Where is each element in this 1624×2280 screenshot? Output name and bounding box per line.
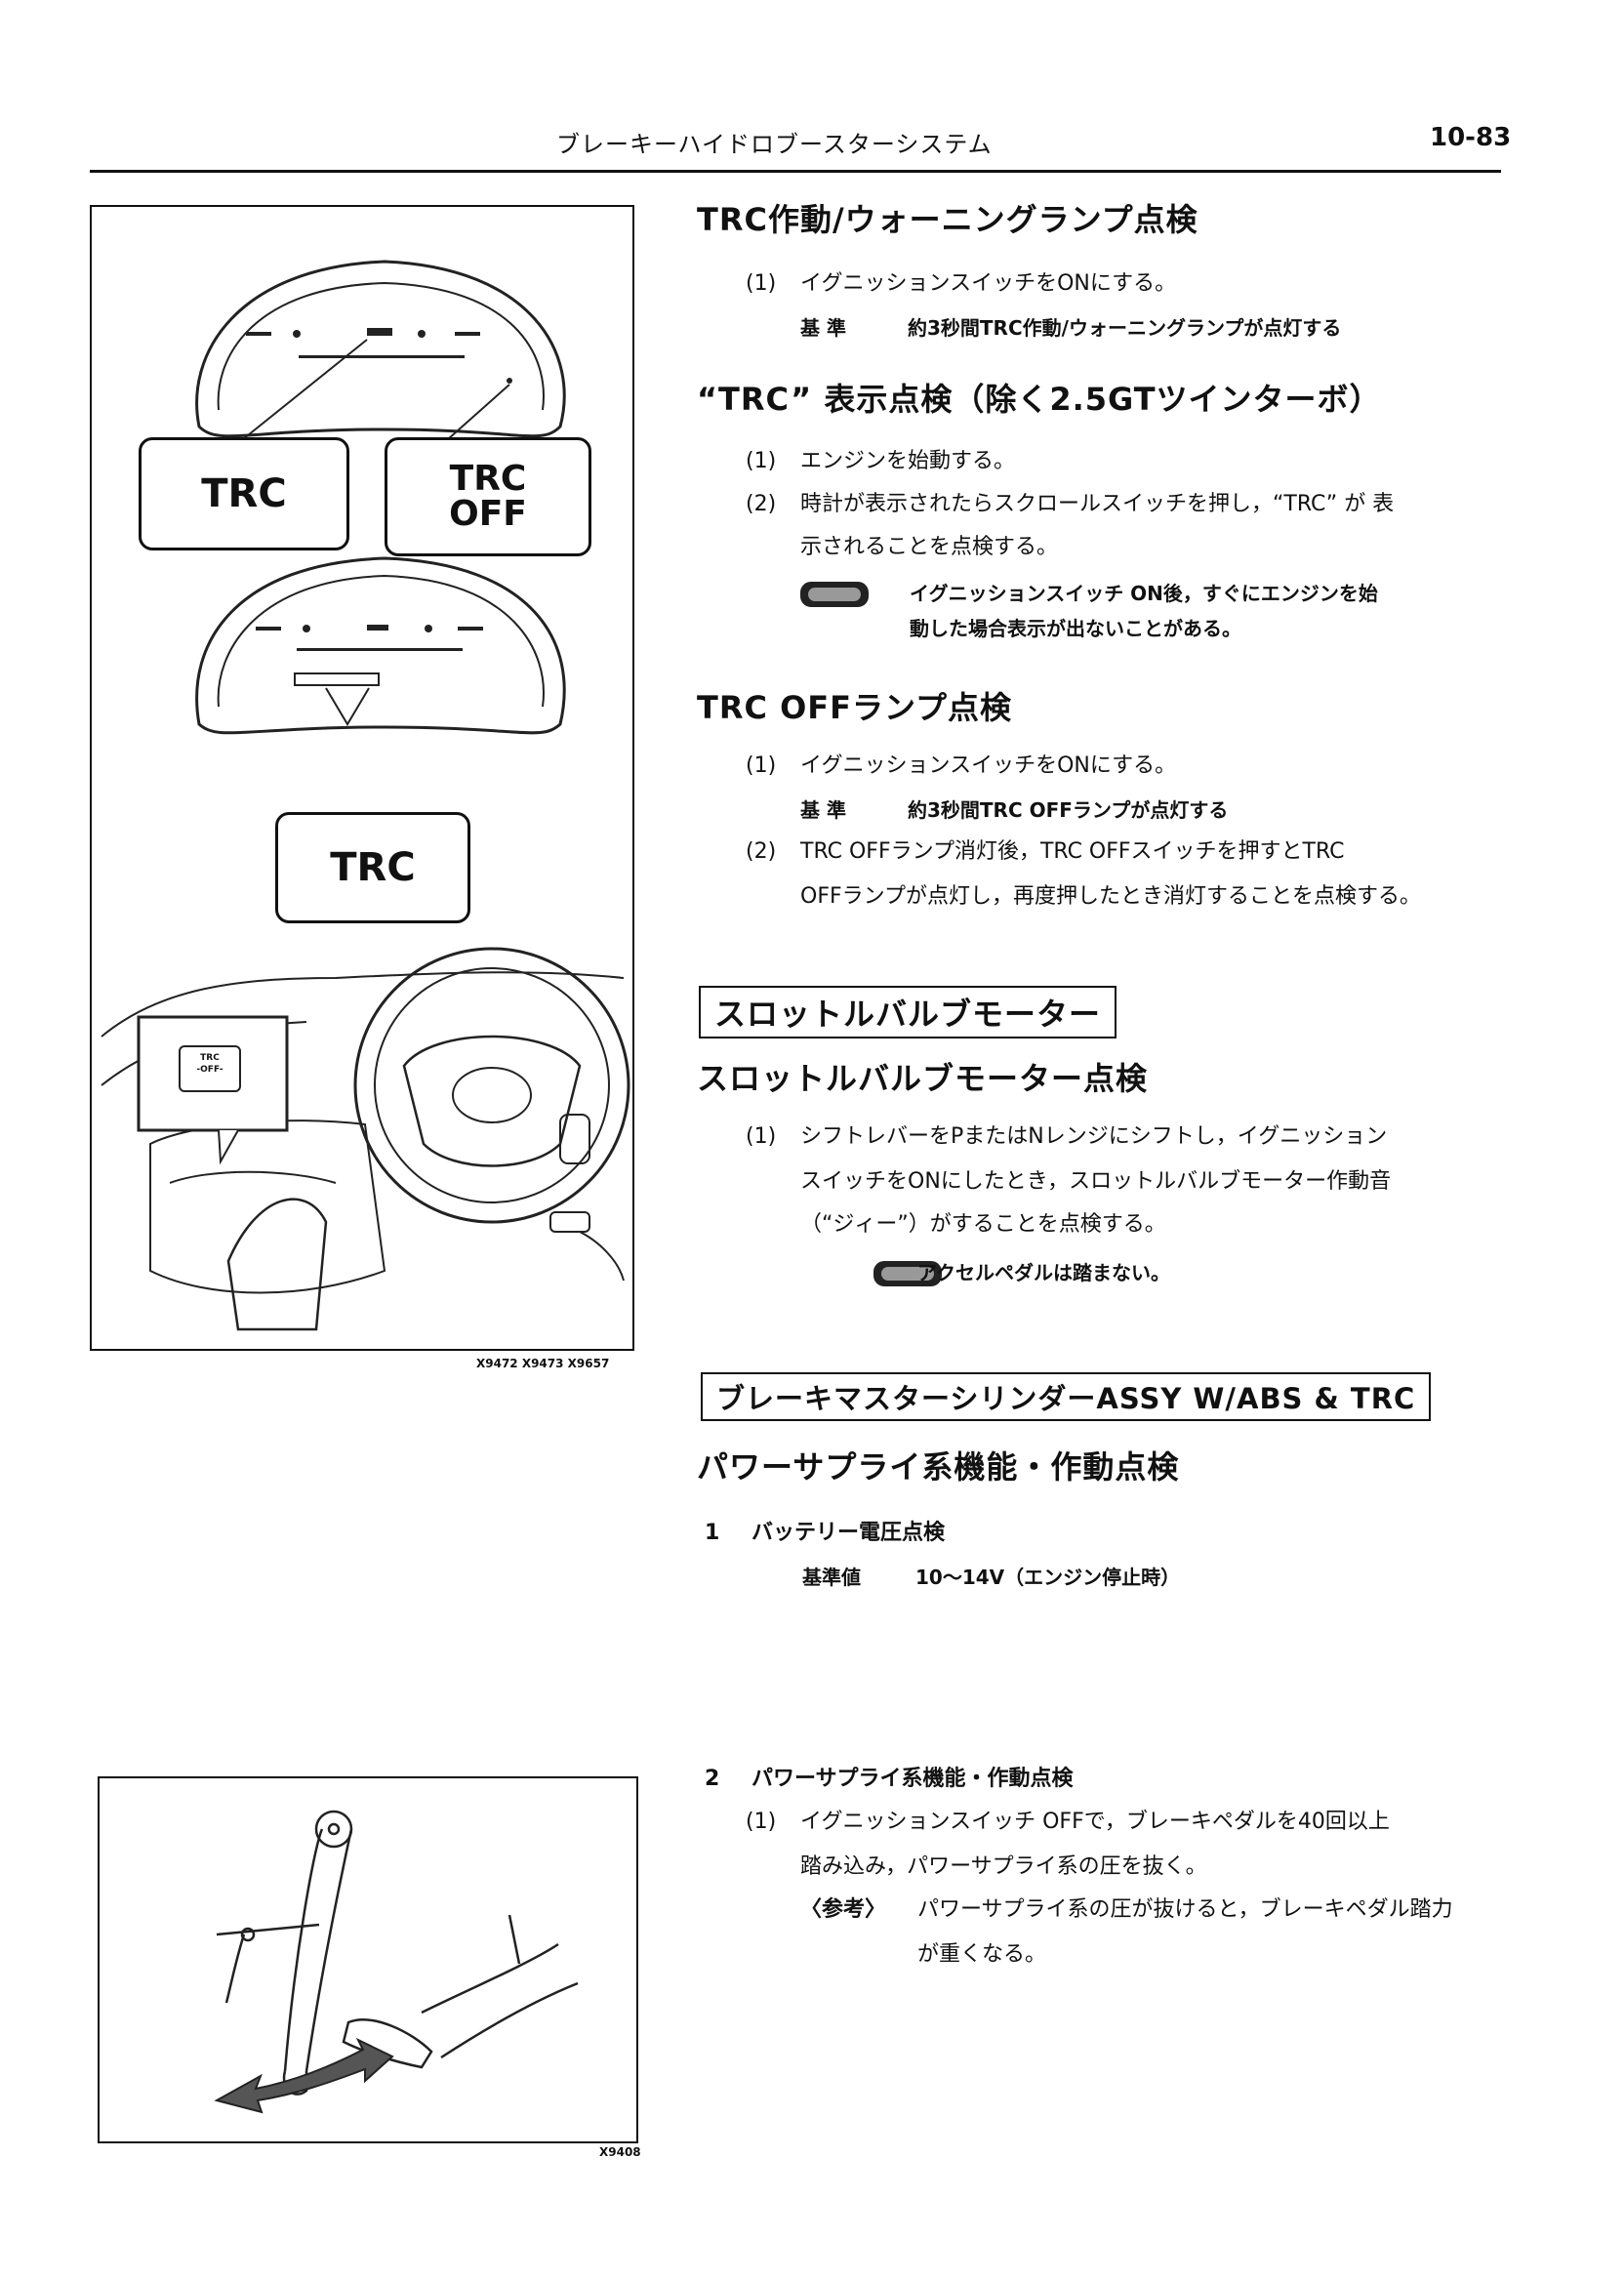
trc-off-callout-line1: TRC — [449, 459, 527, 499]
trc-display-item1-text: エンジンを始動する。 — [800, 449, 1016, 473]
trc-lamp-item1-num: (1) — [746, 271, 777, 296]
trc-lamp-std-text: 約3秒間TRC作動/ウォーニングランプが点灯する — [908, 316, 1342, 340]
throttle-item1-num: (1) — [746, 1124, 777, 1149]
trc-lamp-std-label: 基 準 — [800, 316, 846, 340]
switch-label-line1: TRC — [200, 1053, 220, 1063]
figure-brake-pedal — [98, 1776, 638, 2143]
trc-off-item2-line1: TRC OFFランプ消灯後，TRC OFFスイッチを押すとTRC — [800, 839, 1345, 864]
step1-std-label: 基準値 — [802, 1566, 861, 1589]
step2-title: パワーサプライ系機能・作動点検 — [751, 1767, 1074, 1791]
step2-item1-line1: イグニッションスイッチ OFFで，ブレーキペダルを40回以上 — [800, 1810, 1390, 1834]
throttle-item1-line1: シフトレバーをPまたはNレンジにシフトし，イグニッション — [800, 1124, 1388, 1149]
note-badge — [873, 1261, 943, 1286]
trc-off-std-label: 基 準 — [800, 798, 846, 822]
switch-label-line2: -OFF- — [196, 1065, 223, 1075]
trc-off-item2-line2: OFFランプが点灯し，再度押したとき消灯することを点検する。 — [800, 884, 1421, 909]
note-badge — [800, 582, 869, 607]
trc-off-std-text: 約3秒間TRC OFFランプが点灯する — [908, 798, 1229, 822]
step1-num: 1 — [705, 1521, 720, 1545]
throttle-item1-line3: （“ジィー”）がすることを点検する。 — [800, 1212, 1166, 1237]
trc-indicator-callout: TRC — [139, 437, 349, 550]
reference-label: 〈参考〉 — [800, 1897, 887, 1922]
step2-item1-num: (1) — [746, 1810, 777, 1834]
section-box-throttle: スロットルバルブモーター — [699, 986, 1117, 1038]
throttle-note-text: アクセルペダルは踏まない。 — [917, 1261, 1170, 1284]
trc-display-item2-line2: 示されることを点検する。 — [800, 535, 1059, 559]
trc-display-item1-num: (1) — [746, 449, 777, 473]
trc-display-item2-line1: 時計が表示されたらスクロールスイッチを押し，“TRC” が 表 — [800, 492, 1395, 516]
trc-off-callout-line2: OFF — [449, 494, 527, 534]
section-title-throttle: スロットルバルブモーター点検 — [697, 1060, 1149, 1097]
section-title-power-supply: パワーサプライ系機能・作動点検 — [697, 1448, 1180, 1486]
figure-brake-pedal-drawing — [214, 1810, 579, 2114]
throttle-item1-line2: スイッチをONにしたとき，スロットルバルブモーター作動音 — [800, 1169, 1392, 1194]
figure-trc-indicators: TRC TRC OFF TRC TRC -OFF- — [90, 205, 634, 1351]
trc-off-switch-label: TRC -OFF- — [180, 1052, 240, 1076]
step1-std-text: 10〜14V（エンジン停止時） — [915, 1566, 1181, 1589]
figure-codes: X9472 X9473 X9657 — [476, 1357, 610, 1370]
section-title-trc-off: TRC OFFランプ点検 — [697, 689, 1013, 726]
trc-off-item2-num: (2) — [746, 839, 777, 864]
trc-lamp-item1-text: イグニッションスイッチをONにする。 — [800, 271, 1177, 296]
trc-display-callout: TRC — [275, 812, 470, 923]
reference-line1: パワーサプライ系の圧が抜けると，ブレーキペダル踏力 — [917, 1897, 1453, 1922]
running-header-title: ブレーキーハイドロブースターシステム — [556, 131, 993, 158]
section-box-master-cylinder: ブレーキマスターシリンダーASSY W/ABS & TRC — [701, 1372, 1432, 1421]
figure-trc-indicators-drawing — [101, 260, 630, 1331]
section-title-trc-display: “TRC” 表示点検（除く2.5GTツインターボ） — [697, 381, 1382, 418]
trc-off-item1-text: イグニッションスイッチをONにする。 — [800, 753, 1177, 778]
page-number: 10-83 — [1430, 123, 1512, 152]
trc-off-indicator-callout: TRC OFF — [385, 437, 591, 556]
section-title-trc-lamp: TRC作動/ウォーニングランプ点検 — [697, 201, 1198, 238]
step2-num: 2 — [705, 1767, 720, 1791]
trc-display-item2-num: (2) — [746, 492, 777, 516]
reference-line2: が重くなる。 — [917, 1942, 1047, 1967]
trc-display-note-line1: イグニッションスイッチ ON後，すぐにエンジンを始 — [910, 582, 1378, 605]
step2-item1-line2: 踏み込み，パワーサプライ系の圧を抜く。 — [800, 1854, 1207, 1879]
trc-display-note-line2: 動した場合表示が出ないことがある。 — [910, 617, 1241, 640]
trc-off-item1-num: (1) — [746, 753, 777, 778]
header-rule — [90, 170, 1501, 173]
step1-title: バッテリー電圧点検 — [751, 1521, 946, 1545]
figure2-code: X9408 — [599, 2145, 641, 2159]
